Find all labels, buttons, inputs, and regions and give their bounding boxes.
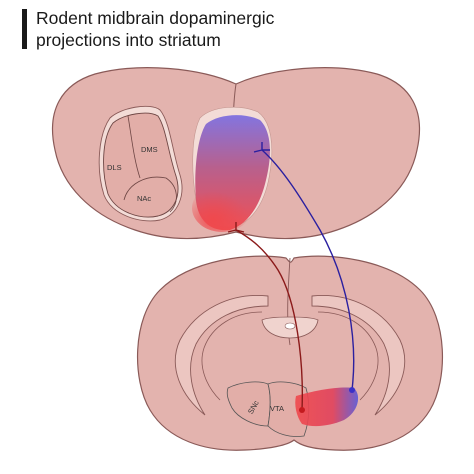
midbrain-section: SNc VTA [136,255,444,451]
title-accent-bar [22,9,27,49]
projection-paths [227,142,355,413]
red-axon-terminal [227,222,245,233]
label-vta: VTA [270,404,284,413]
midbrain-tissue [136,255,444,451]
blue-axon-terminal [253,142,270,153]
red-projection-glow [192,184,252,232]
cerebral-aqueduct [284,322,296,330]
blue-soma [349,387,355,393]
left-striatum [103,112,179,218]
label-dls: DLS [107,163,122,172]
label-dms: DMS [141,145,158,154]
dls-dms-boundary [127,115,141,179]
right-hippocampus-inner [317,311,379,401]
left-hippocampus-inner [201,311,263,401]
left-hippocampus [174,294,269,416]
right-hippocampus [311,294,406,416]
red-soma [299,407,305,413]
label-nac: NAc [137,194,151,203]
nac-boundary [123,176,177,213]
vta-projection-gradient [295,387,359,427]
figure-title: Rodent midbrain dopaminergic projections… [36,7,274,51]
title-line-2: projections into striatum [36,30,221,50]
title-line-1: Rodent midbrain dopaminergic [36,8,275,28]
striatum-section: DLS DMS NAc [51,67,421,240]
red-axon [235,229,303,411]
blue-axon [261,149,355,391]
